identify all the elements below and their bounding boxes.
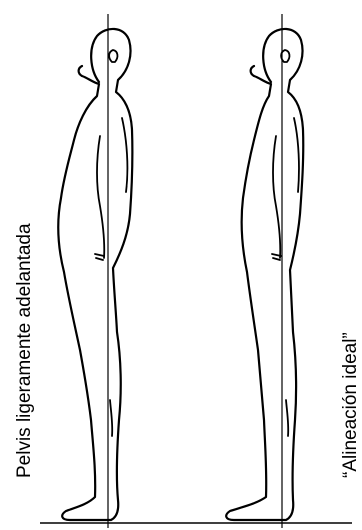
label-ideal-alignment: “Alineación ideal” (340, 332, 362, 478)
back-contour-right (294, 118, 299, 192)
label-pelvis-forward: Pelvis ligeramente adelantada (14, 223, 36, 478)
knee-left (110, 400, 112, 436)
ear-left (109, 50, 117, 62)
knee-right (286, 400, 288, 436)
body-outline-right (226, 29, 303, 520)
arm-right (273, 136, 280, 258)
figure-ideal-alignment (226, 14, 303, 528)
arm-left (97, 136, 104, 258)
figure-pelvis-forward (58, 14, 132, 528)
hand-left (95, 254, 104, 260)
back-contour-left (122, 118, 127, 192)
body-outline-left (58, 29, 132, 520)
